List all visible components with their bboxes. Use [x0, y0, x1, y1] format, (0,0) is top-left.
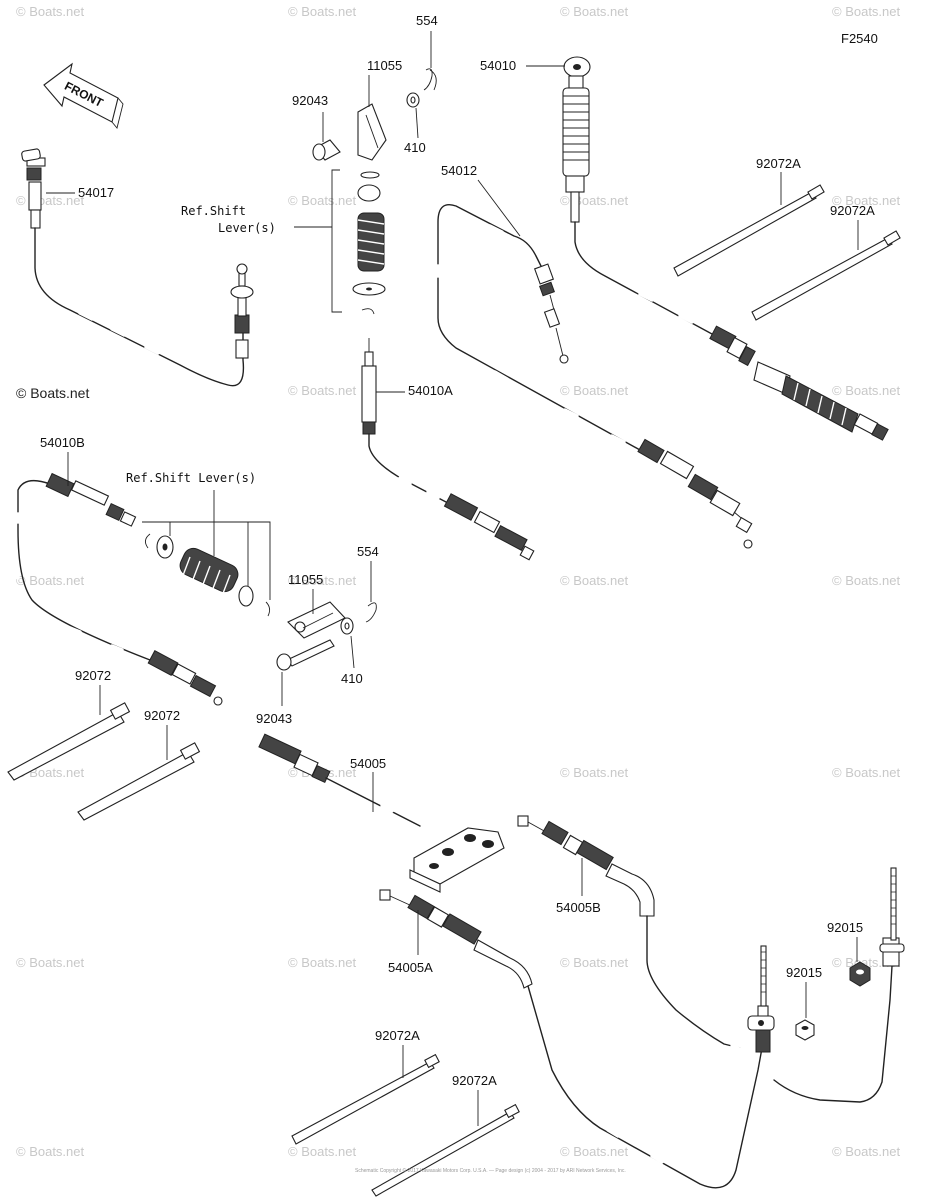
part-54005B: 54005B	[556, 900, 601, 915]
part-54005: 54005	[350, 756, 386, 771]
watermark: © Boats.net	[832, 383, 901, 398]
part-92072: 92072	[75, 668, 111, 683]
nut-92015	[795, 961, 871, 1041]
watermark: © Boats.net	[832, 4, 901, 19]
part-92072A: 92072A	[452, 1073, 497, 1088]
part-11055: 11055	[367, 58, 402, 73]
strap-92072	[7, 702, 201, 821]
watermark: © Boats.net	[560, 383, 629, 398]
watermark: © Boats.net	[288, 573, 357, 588]
watermark: © Boats.net	[288, 955, 357, 970]
watermark: © Boats.net	[560, 193, 629, 208]
watermark: © Boats.net	[16, 4, 85, 19]
part-54017: 54017	[78, 185, 114, 200]
watermark: © Boats.net	[560, 573, 629, 588]
strap-92072A-bottom	[291, 1053, 520, 1197]
watermark: © Boats.net	[288, 4, 357, 19]
lower-linkage-group	[142, 490, 377, 671]
part-92043: 92043	[256, 711, 292, 726]
cable-54010	[562, 56, 889, 441]
ref-shift-lever-upper-line1: Ref.Shift	[181, 204, 246, 218]
part-11055: 11055	[288, 572, 323, 587]
watermark: © Boats.net	[560, 4, 629, 19]
ref-shift-lever-upper-line2: Lever(s)	[218, 221, 276, 235]
part-92015: 92015	[827, 920, 863, 935]
watermark: © Boats.net	[832, 1144, 901, 1159]
watermark: © Boats.net	[16, 1144, 85, 1159]
watermark: © Boats.net	[16, 385, 89, 401]
part-92015: 92015	[786, 965, 822, 980]
watermark: © Boats.net	[832, 193, 901, 208]
watermark: © Boats.net	[16, 193, 85, 208]
cable-54017	[21, 148, 254, 387]
watermark: © Boats.net	[288, 383, 357, 398]
ref-shift-lever-lower: Ref.Shift Lever(s)	[126, 471, 256, 485]
watermark: © Boats.net	[560, 765, 629, 780]
part-92072A: 92072A	[830, 203, 875, 218]
part-554: 554	[416, 13, 438, 28]
watermark: © Boats.net	[560, 955, 629, 970]
watermark: © Boats.net	[16, 573, 85, 588]
part-54010B: 54010B	[40, 435, 85, 450]
cable-54012	[436, 204, 753, 549]
watermark: © Boats.net	[16, 955, 85, 970]
part-54010A: 54010A	[408, 383, 453, 398]
watermark: © Boats.net	[288, 1144, 357, 1159]
part-410: 410	[404, 140, 426, 155]
figure-code: F2540	[841, 31, 878, 46]
part-54010: 54010	[480, 58, 516, 73]
part-410: 410	[341, 671, 363, 686]
part-92072A: 92072A	[756, 156, 801, 171]
cable-54010B	[16, 472, 223, 706]
watermark: © Boats.net	[560, 1144, 629, 1159]
front-arrow-icon: FRONT	[43, 62, 124, 129]
watermark: © Boats.net	[832, 765, 901, 780]
footer-notice: Schematic Copyright © 2017 Kawasaki Moto…	[355, 1167, 626, 1174]
cable-54005	[258, 733, 905, 1189]
cable-54010A	[361, 338, 535, 561]
part-554: 554	[357, 544, 379, 559]
part-92072A: 92072A	[375, 1028, 420, 1043]
upper-linkage-group	[294, 68, 437, 315]
part-54005A: 54005A	[388, 960, 433, 975]
watermark: © Boats.net	[832, 573, 901, 588]
part-92043: 92043	[292, 93, 328, 108]
part-92072: 92072	[144, 708, 180, 723]
part-54012: 54012	[441, 163, 477, 178]
watermark: © Boats.net	[288, 193, 357, 208]
strap-92072A-right	[673, 184, 901, 321]
